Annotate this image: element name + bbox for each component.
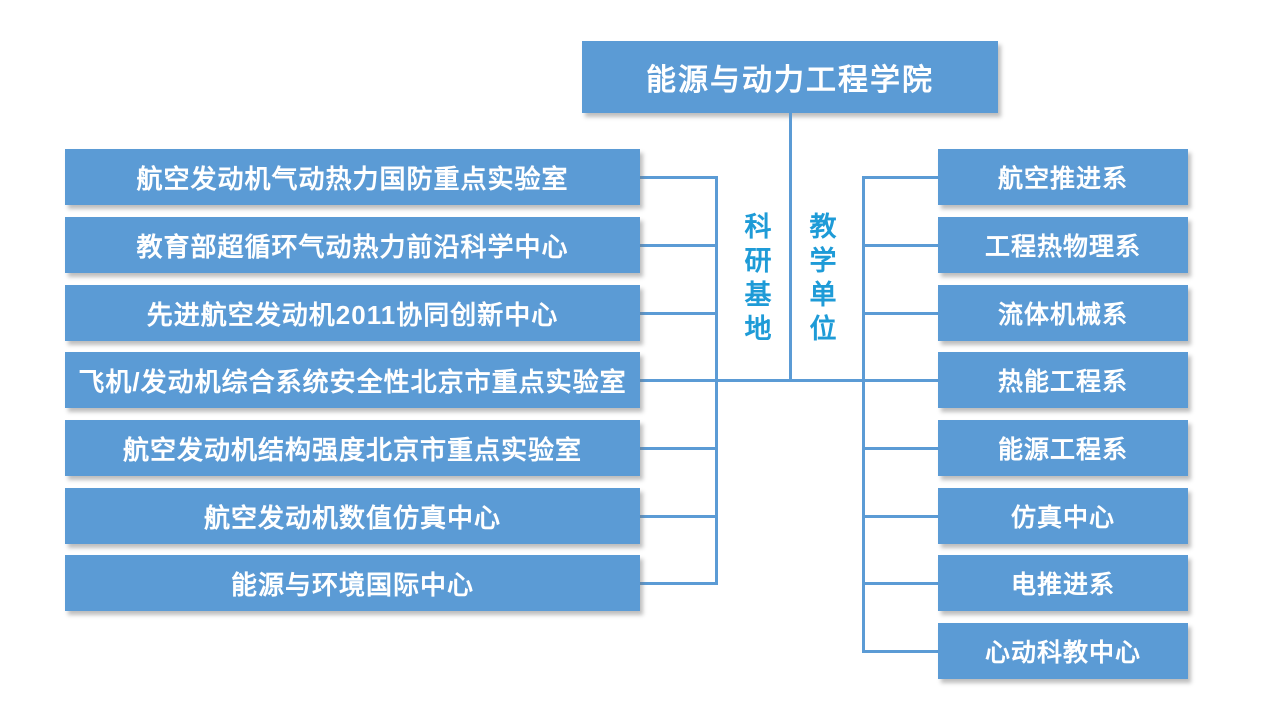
connector-line [640, 581, 716, 585]
teaching-unit-box-6: 电推进系 [938, 555, 1188, 611]
connector-line [861, 175, 865, 653]
research-base-box-3: 飞机/发动机综合系统安全性北京市重点实验室 [65, 352, 640, 408]
branch-label-teaching: 教学单位 [801, 210, 845, 346]
teaching-unit-box-4: 能源工程系 [938, 420, 1188, 476]
connector-line [863, 311, 938, 315]
branch-label-research: 科研基地 [736, 210, 780, 346]
connector-line [863, 514, 938, 518]
teaching-unit-box-2: 流体机械系 [938, 285, 1188, 341]
college-root-box: 能源与动力工程学院 [582, 41, 998, 113]
connector-line [788, 113, 792, 382]
teaching-unit-box-5: 仿真中心 [938, 488, 1188, 544]
research-base-box-6: 能源与环境国际中心 [65, 555, 640, 611]
connector-line [640, 243, 716, 247]
research-base-box-1: 教育部超循环气动热力前沿科学中心 [65, 217, 640, 273]
teaching-unit-box-0: 航空推进系 [938, 149, 1188, 205]
branch-label-char: 学 [809, 246, 837, 276]
connector-line [863, 175, 938, 179]
connector-line [640, 378, 938, 382]
research-base-box-4: 航空发动机结构强度北京市重点实验室 [65, 420, 640, 476]
connector-line [640, 175, 716, 179]
branch-label-char: 基 [744, 280, 772, 310]
research-base-box-2: 先进航空发动机2011协同创新中心 [65, 285, 640, 341]
teaching-unit-box-3: 热能工程系 [938, 352, 1188, 408]
research-base-box-5: 航空发动机数值仿真中心 [65, 488, 640, 544]
connector-line [863, 581, 938, 585]
branch-label-char: 科 [744, 212, 772, 242]
connector-line [640, 514, 716, 518]
teaching-unit-box-7: 心动科教中心 [938, 623, 1188, 679]
connector-line [863, 649, 938, 653]
branch-label-char: 研 [744, 246, 772, 276]
research-base-box-0: 航空发动机气动热力国防重点实验室 [65, 149, 640, 205]
connector-line [863, 446, 938, 450]
connector-line [640, 311, 716, 315]
branch-label-char: 地 [744, 314, 772, 344]
branch-label-char: 位 [809, 314, 837, 344]
branch-label-char: 单 [809, 280, 837, 310]
connector-line [640, 446, 716, 450]
branch-label-char: 教 [809, 212, 837, 242]
connector-line [863, 243, 938, 247]
teaching-unit-box-1: 工程热物理系 [938, 217, 1188, 273]
